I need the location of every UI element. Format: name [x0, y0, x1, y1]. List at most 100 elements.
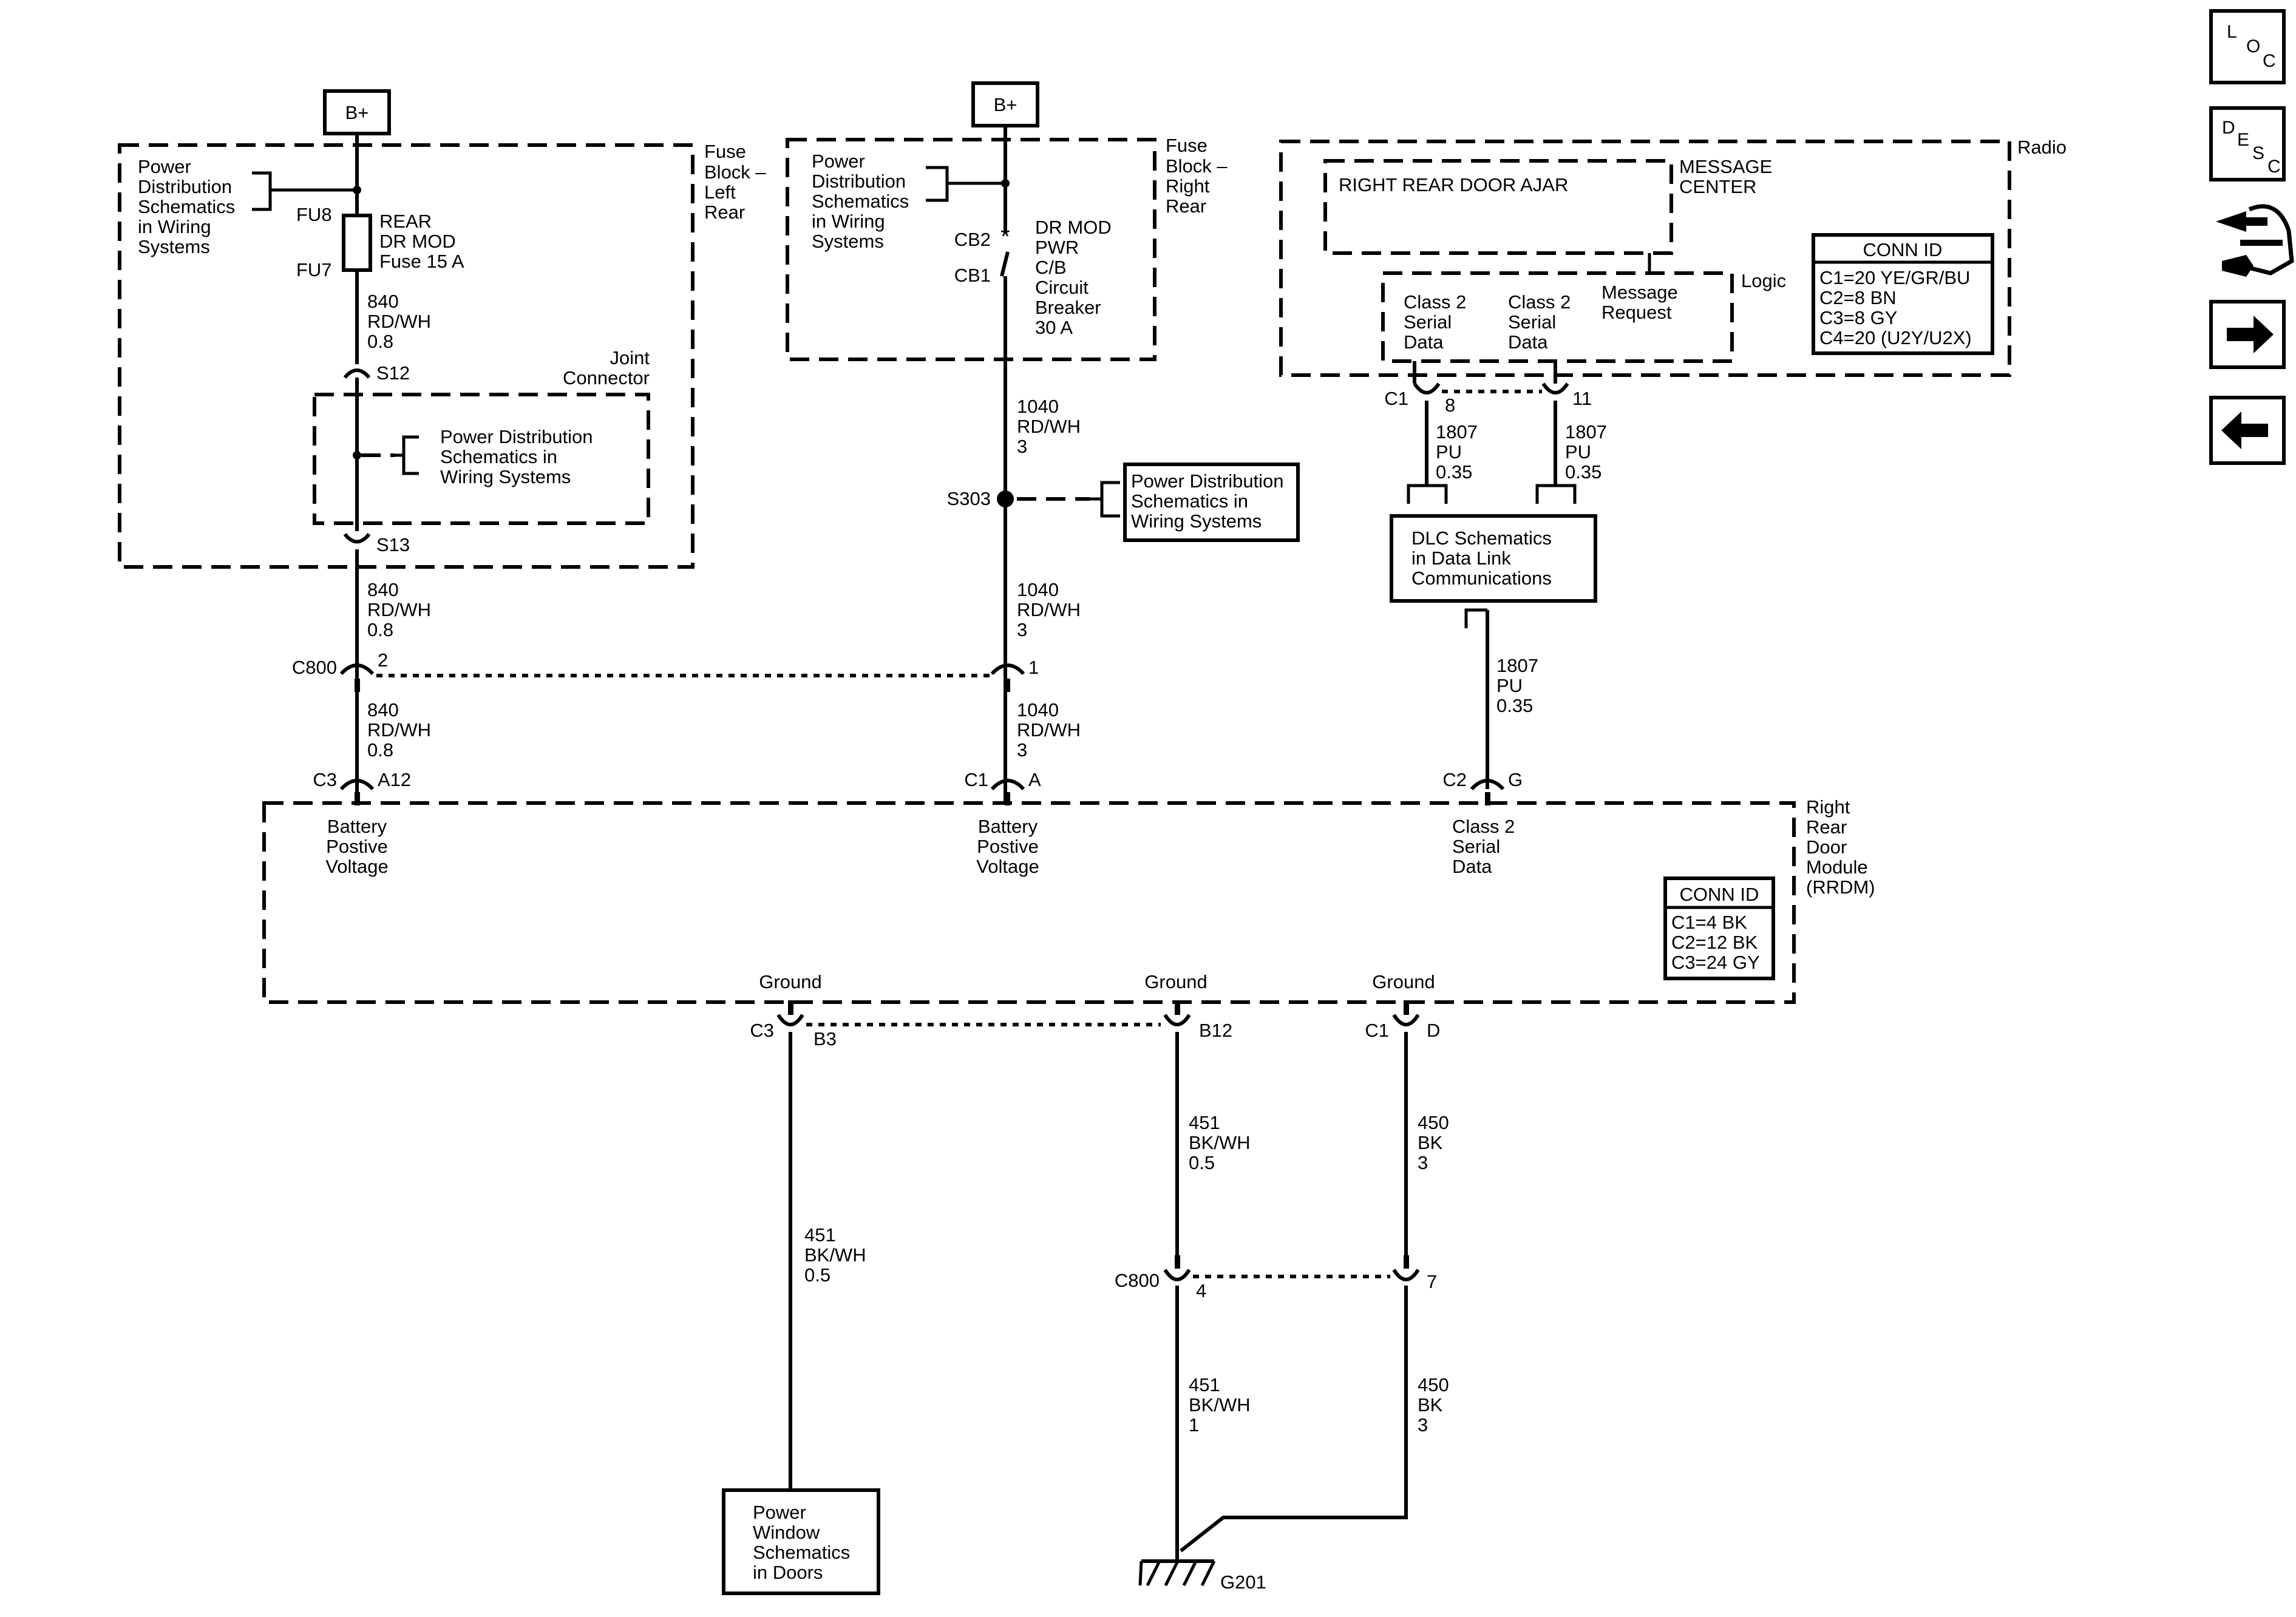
svg-text:Schematics: Schematics	[753, 1542, 850, 1563]
svg-text:REAR: REAR	[379, 211, 432, 232]
ground-pin-b12	[1163, 1014, 1191, 1026]
svg-text:Power: Power	[753, 1502, 806, 1523]
radio-label: Radio	[2017, 137, 2067, 158]
wire-840-c-label: 840 RD/WH 0.8	[367, 699, 431, 761]
desc-button[interactable]: D E S C	[2209, 106, 2286, 181]
c800-bottom-label: C800	[1115, 1270, 1160, 1291]
svg-text:Class 2: Class 2	[1508, 291, 1571, 313]
svg-text:PU: PU	[1565, 441, 1591, 463]
radio-conn-id-box	[1812, 233, 1994, 355]
radio-pin-11	[1541, 382, 1569, 395]
c800-top-pin2	[339, 663, 375, 676]
svg-text:DLC Schematics: DLC Schematics	[1411, 527, 1552, 549]
svg-text:451: 451	[1189, 1112, 1220, 1133]
wire-450-a-label: 450 BK 3	[1418, 1112, 1449, 1173]
radio-class2-b: Class 2 Serial Data	[1508, 291, 1571, 353]
svg-text:PU: PU	[1496, 675, 1523, 696]
previous-button[interactable]	[2209, 396, 2286, 465]
svg-text:BK: BK	[1418, 1394, 1443, 1415]
svg-text:Systems: Systems	[138, 236, 210, 257]
radio-outline	[1279, 140, 2011, 377]
cb1-label: CB1	[954, 265, 991, 286]
svg-text:Schematics: Schematics	[812, 191, 909, 212]
wire-1807-b-label: 1807 PU 0.35	[1565, 421, 1607, 483]
svg-text:DR MOD: DR MOD	[379, 231, 456, 252]
svg-text:Fuse: Fuse	[1166, 135, 1207, 156]
svg-text:O: O	[2246, 36, 2260, 56]
svg-text:Battery: Battery	[978, 816, 1038, 837]
svg-text:Rear: Rear	[1806, 816, 1847, 838]
circuit-breaker-name: DR MOD PWR C/B Circuit Breaker 30 A	[1035, 217, 1112, 338]
svg-text:Distribution: Distribution	[812, 171, 906, 192]
a-label: A	[1028, 769, 1041, 790]
svg-text:0.35: 0.35	[1496, 695, 1533, 716]
ground-pin-b3	[776, 1014, 804, 1026]
svg-text:Schematics in: Schematics in	[440, 446, 557, 467]
svg-text:451: 451	[1189, 1374, 1220, 1395]
svg-text:30 A: 30 A	[1035, 317, 1073, 338]
svg-text:E: E	[2237, 130, 2249, 150]
b-plus-right-label: B+	[994, 94, 1017, 115]
next-button[interactable]	[2209, 300, 2286, 369]
svg-text:S: S	[2252, 143, 2264, 163]
connector-c1-a	[990, 779, 1025, 791]
svg-text:Joint: Joint	[610, 347, 650, 368]
svg-text:PWR: PWR	[1035, 237, 1079, 258]
svg-text:0.8: 0.8	[367, 739, 393, 761]
loc-button[interactable]: L O C	[2209, 9, 2286, 84]
svg-text:C: C	[2263, 51, 2276, 71]
s303-pds-ref: Power Distribution Schematics in Wiring …	[1131, 470, 1284, 532]
svg-text:Serial: Serial	[1508, 311, 1556, 333]
arrow-right-icon	[2227, 316, 2274, 353]
radio-pin8-label: 8	[1445, 395, 1455, 416]
svg-text:450: 450	[1418, 1374, 1449, 1395]
message-center-outline	[1323, 159, 1673, 255]
svg-text:Class 2: Class 2	[1404, 291, 1466, 313]
svg-text:0.35: 0.35	[1436, 461, 1472, 483]
svg-text:C3=8 GY: C3=8 GY	[1819, 307, 1897, 328]
svg-text:C/B: C/B	[1035, 257, 1067, 278]
fuse-block-left-label: Fuse Block – Left Rear	[704, 141, 766, 223]
svg-text:Data: Data	[1508, 331, 1548, 353]
svg-text:0.5: 0.5	[804, 1264, 830, 1286]
svg-text:Message: Message	[1601, 282, 1678, 303]
radio-pin11-label: 11	[1572, 388, 1592, 409]
svg-text:BK: BK	[1418, 1132, 1443, 1153]
svg-text:(RRDM): (RRDM)	[1806, 876, 1875, 898]
svg-text:1807: 1807	[1565, 421, 1607, 442]
svg-text:Wiring Systems: Wiring Systems	[440, 466, 571, 487]
wire-1040-a-label: 1040 RD/WH 3	[1017, 396, 1081, 457]
svg-text:Right: Right	[1166, 175, 1210, 197]
c800-bottom-pin-left: 4	[1196, 1280, 1206, 1301]
ground-g201-label: G201	[1220, 1571, 1266, 1593]
wire-840-b-label: 840 RD/WH 0.8	[367, 579, 431, 640]
rrdm-ground-2: Ground	[1144, 971, 1207, 992]
svg-text:CENTER: CENTER	[1679, 176, 1756, 197]
joint-connector-label: Joint Connector	[563, 347, 650, 388]
s303-label: S303	[947, 488, 991, 509]
svg-text:Rear: Rear	[1166, 195, 1206, 217]
svg-text:Connector: Connector	[563, 367, 650, 388]
svg-text:840: 840	[367, 579, 399, 600]
fuse-block-right-outline	[786, 138, 1156, 361]
ground-d-label: D	[1427, 1020, 1440, 1041]
svg-text:Breaker: Breaker	[1035, 297, 1101, 318]
svg-text:Class 2: Class 2	[1452, 816, 1515, 837]
dlc-schematics-box	[1390, 514, 1597, 603]
svg-text:Rear: Rear	[704, 202, 745, 223]
wire-1040-main	[1000, 251, 1010, 801]
c800-top-pin-right: 1	[1028, 657, 1039, 678]
svg-text:in Doors: in Doors	[753, 1562, 823, 1583]
svg-text:RD/WH: RD/WH	[367, 311, 431, 332]
rrdm-ground-3: Ground	[1372, 971, 1435, 992]
c800-top-label: C800	[292, 657, 337, 678]
wire-450-b-label: 450 BK 3	[1418, 1374, 1449, 1436]
svg-text:Systems: Systems	[812, 231, 884, 252]
connector-tool-icon[interactable]	[2216, 204, 2294, 277]
svg-text:C: C	[2267, 157, 2281, 177]
wire-1807-a-label: 1807 PU 0.35	[1436, 421, 1478, 483]
svg-text:MESSAGE: MESSAGE	[1679, 156, 1772, 177]
svg-text:Block –: Block –	[704, 161, 766, 183]
rrdm-class2: Class 2 Serial Data	[1452, 816, 1515, 877]
